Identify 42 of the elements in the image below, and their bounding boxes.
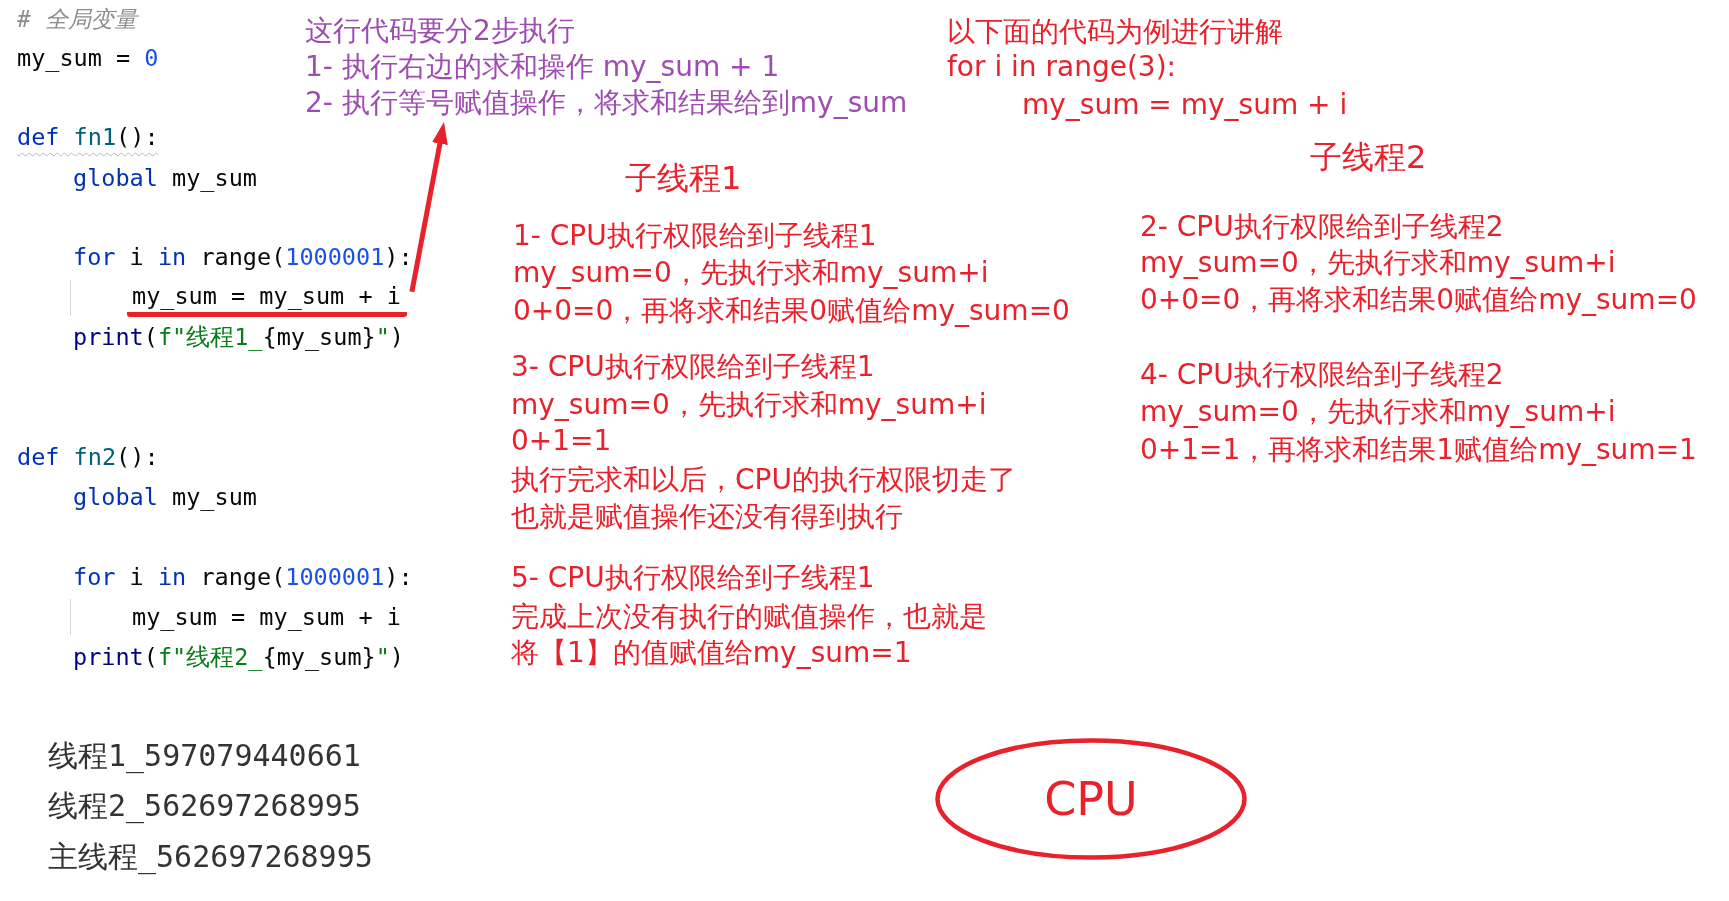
explanation-text: for i in range(3): — [947, 49, 1177, 85]
step-text: 5- CPU执行权限给到子线程1 — [511, 560, 875, 596]
code-line: def fn1(): — [17, 122, 159, 152]
step-text: 0+0=0，再将求和结果0赋值给my_sum=0 — [513, 293, 1070, 329]
console-output: 主线程_562697268995 — [48, 838, 373, 877]
step-text: my_sum=0，先执行求和my_sum+i — [511, 387, 987, 423]
console-output: 线程2_562697268995 — [48, 787, 361, 826]
step-text: my_sum=0，先执行求和my_sum+i — [513, 255, 989, 291]
code-line: def fn2(): — [17, 442, 159, 472]
explanation-text: my_sum = my_sum + i — [1022, 87, 1348, 123]
code-line: print(f"线程2_{my_sum}") — [73, 642, 404, 672]
node-text: CPU — [1044, 772, 1138, 826]
step-text: 0+1=1 — [511, 423, 612, 459]
annotation-text: 这行代码要分2步执行 — [305, 13, 576, 49]
step-text: 将【1】的值赋值给my_sum=1 — [511, 635, 912, 671]
step-text: 执行完求和以后，CPU的执行权限切走了 — [511, 462, 1016, 498]
step-text: 4- CPU执行权限给到子线程2 — [1140, 357, 1504, 393]
code-comment: # 全局变量 — [17, 5, 137, 34]
step-text: 0+0=0，再将求和结果0赋值给my_sum=0 — [1140, 282, 1697, 318]
arrow — [409, 122, 448, 293]
step-text: 也就是赋值操作还没有得到执行 — [511, 499, 903, 535]
thread-heading: 子线程1 — [625, 158, 742, 198]
code-line: global my_sum — [73, 482, 257, 512]
step-text: 2- CPU执行权限给到子线程2 — [1140, 209, 1504, 245]
step-text: my_sum=0，先执行求和my_sum+i — [1140, 394, 1616, 430]
step-text: 完成上次没有执行的赋值操作，也就是 — [511, 599, 987, 635]
code-line: my_sum = 0 — [17, 43, 159, 73]
annotation-text: 1- 执行右边的求和操作 my_sum + 1 — [305, 49, 781, 85]
thread-heading: 子线程2 — [1310, 137, 1427, 177]
annotation-text: 2- 执行等号赋值操作，将求和结果给到my_sum — [305, 85, 908, 121]
step-text: my_sum=0，先执行求和my_sum+i — [1140, 245, 1616, 281]
code-line: for i in range(1000001): — [73, 242, 413, 272]
explanation-text: 以下面的代码为例进行讲解 — [947, 14, 1283, 50]
step-text: 3- CPU执行权限给到子线程1 — [511, 349, 875, 385]
step-text: 0+1=1，再将求和结果1赋值给my_sum=1 — [1140, 432, 1697, 468]
console-output: 线程1_597079440661 — [48, 737, 361, 776]
code-line: print(f"线程1_{my_sum}") — [73, 322, 404, 352]
code-line: global my_sum — [73, 163, 257, 193]
code-line: my_sum = my_sum + i — [132, 602, 401, 632]
oval — [935, 738, 1247, 860]
code-line: for i in range(1000001): — [73, 562, 413, 592]
step-text: 1- CPU执行权限给到子线程1 — [513, 218, 877, 254]
